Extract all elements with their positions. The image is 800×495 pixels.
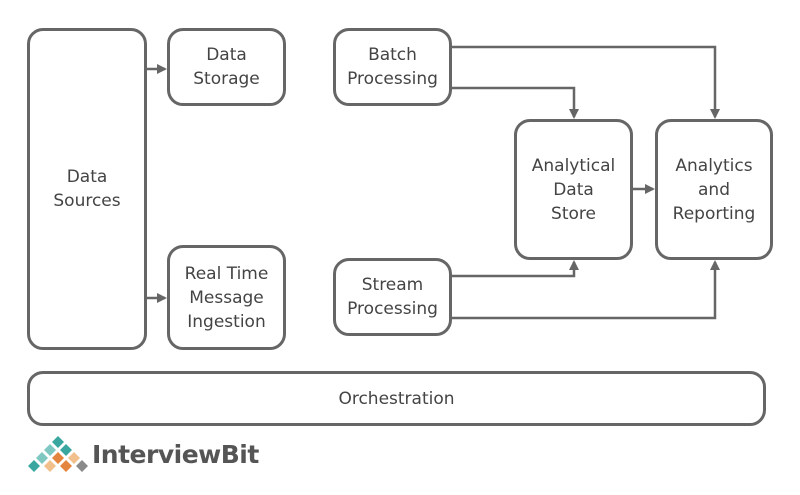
edge-stream-to-analytical-store xyxy=(452,260,579,278)
data-storage-label-line2: Storage xyxy=(193,69,260,89)
batch-label-line2: Processing xyxy=(347,69,438,89)
orchestration-label: Orchestration xyxy=(338,388,455,409)
batch-processing-node: Batch Processing xyxy=(333,28,452,106)
stream-label-line1: Stream xyxy=(361,275,424,295)
data-sources-label-line2: Sources xyxy=(53,191,121,211)
data-storage-node: Data Storage xyxy=(167,28,286,106)
analytical-store-label-line2: Data xyxy=(553,179,594,200)
analytical-data-store-node: Analytical Data Store xyxy=(514,119,633,260)
real-time-ingestion-node: Real Time Message Ingestion xyxy=(167,245,286,350)
data-storage-label-line1: Data xyxy=(206,45,247,65)
edge-batch-to-analytical-store xyxy=(452,86,579,119)
analytics-label-line2: and xyxy=(698,179,730,200)
real-time-label-line2: Message xyxy=(189,287,264,308)
analytical-store-label-line1: Analytical xyxy=(531,155,616,176)
analytics-reporting-node: Analytics and Reporting xyxy=(655,119,773,260)
batch-label-line1: Batch xyxy=(368,45,417,65)
data-sources-node: Data Sources xyxy=(27,28,147,350)
edge-stream-to-analytics xyxy=(452,260,720,320)
data-sources-label-line1: Data xyxy=(66,167,108,187)
analytical-store-label-line3: Store xyxy=(551,203,596,224)
analytics-label-line3: Reporting xyxy=(672,203,756,224)
real-time-label-line1: Real Time xyxy=(184,263,269,284)
interviewbit-logo-text: InterviewBit xyxy=(92,440,259,469)
analytics-label-line1: Analytics xyxy=(675,155,753,176)
real-time-label-line3: Ingestion xyxy=(187,311,266,332)
stream-label-line2: Processing xyxy=(347,299,438,319)
interviewbit-logo-icon xyxy=(28,436,88,472)
orchestration-node: Orchestration xyxy=(27,371,766,426)
stream-processing-node: Stream Processing xyxy=(333,258,452,336)
edge-batch-to-analytics xyxy=(452,45,720,119)
